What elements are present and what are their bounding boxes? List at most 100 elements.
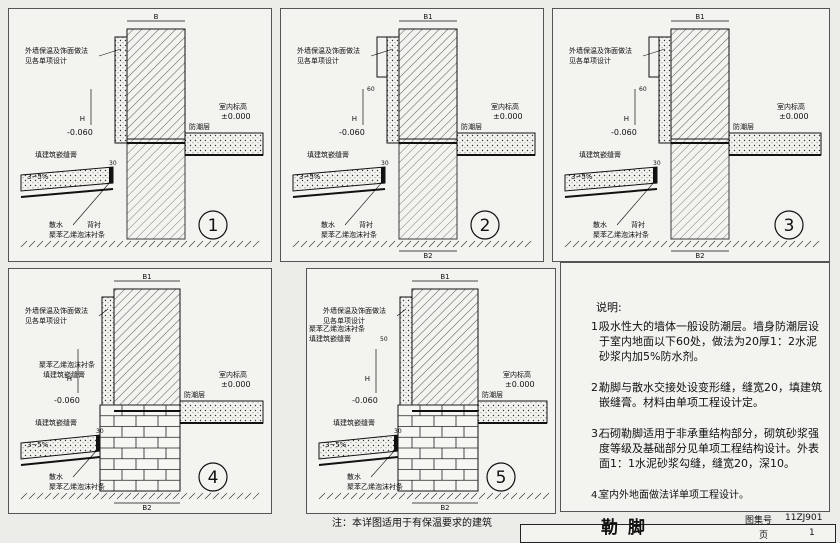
label-slope: 3~5% [27, 173, 49, 181]
label-foam-backing-strip: 聚苯乙烯泡沫衬条 [593, 230, 649, 239]
apron-base-line [564, 188, 658, 198]
earth-hatch [438, 492, 446, 500]
earth-hatch [660, 240, 668, 248]
height-label: H [67, 375, 72, 383]
earth-hatch [604, 240, 612, 248]
expansion-joint [381, 167, 385, 183]
earth-hatch [812, 240, 820, 248]
expansion-joint [109, 167, 113, 183]
earth-hatch [292, 240, 300, 248]
label-outdoor-level: -0.060 [67, 128, 93, 137]
earth-hatch [180, 240, 188, 248]
detail-number-circle [470, 210, 500, 240]
label-backing: 背衬 [631, 220, 645, 229]
earth-hatch [462, 492, 470, 500]
label-foam-strip: 聚苯乙烯泡沫衬条 [309, 324, 365, 333]
earth-hatch [444, 240, 452, 248]
height-label: H [80, 115, 85, 123]
earth-hatch [68, 492, 76, 500]
label-joint-top: 填建筑嵌缝膏 [43, 370, 85, 379]
earth-hatch [700, 240, 708, 248]
earth-hatch [430, 492, 438, 500]
label-backing: 背衬 [87, 220, 101, 229]
earth-hatch [52, 240, 60, 248]
earth-hatch [148, 492, 156, 500]
detail-number-circle [198, 210, 228, 240]
wall-section [398, 28, 458, 140]
earth-hatch [468, 240, 476, 248]
label-joint-top: 填建筑嵌缝膏 [309, 334, 351, 343]
detail-number: 2 [480, 216, 491, 236]
earth-hatch [454, 492, 462, 500]
label-joint: 填建筑嵌缝膏 [35, 150, 77, 159]
label-damp-proof: 防潮层 [189, 122, 210, 131]
earth-hatch [404, 240, 412, 248]
earth-hatch [132, 492, 140, 500]
height-label: H [365, 375, 370, 383]
title-block: 勒脚 图集号 11ZJ901 页 1 [520, 513, 836, 543]
earth-hatch [788, 240, 796, 248]
page-label: 页 [759, 531, 769, 541]
leader-line [616, 180, 656, 226]
earth-hatch [236, 492, 244, 500]
earth-hatch [20, 240, 28, 248]
dimension-label: B2 [423, 252, 432, 260]
label-foam-strip: 聚苯乙烯泡沫衬条 [39, 360, 95, 369]
earth-hatch [340, 240, 348, 248]
earth-hatch [92, 492, 100, 500]
wall-section [670, 28, 730, 140]
dimension-label: B [154, 13, 159, 21]
earth-hatch [572, 240, 580, 248]
leader-line [98, 48, 122, 57]
insulation-layer [114, 36, 128, 144]
dimension-30: 30 [381, 160, 389, 167]
dimension-30: 30 [109, 160, 117, 167]
footnote: 注：本详图适用于有保温要求的建筑 [332, 518, 492, 529]
label-outdoor-level: -0.060 [54, 396, 80, 405]
earth-hatch [382, 492, 390, 500]
earth-hatch [164, 240, 172, 248]
earth-hatch [44, 492, 52, 500]
earth-hatch [508, 240, 516, 248]
earth-hatch [486, 492, 494, 500]
apron-base-line [20, 456, 101, 466]
wall-section [126, 28, 186, 140]
earth-hatch [412, 240, 420, 248]
earth-hatch [460, 240, 468, 248]
dimension-30: 30 [394, 428, 402, 435]
insulation-layer [386, 36, 400, 144]
note-item: 2.勒脚与散水交接处设变形缝，缝宽20，填建筑嵌缝膏。材料由单项工程设计定。 [591, 381, 822, 409]
label-finish: 外墙保温及饰面做法 [25, 306, 88, 315]
earth-hatch [204, 492, 212, 500]
earth-hatch [140, 240, 148, 248]
earth-hatch [244, 492, 252, 500]
earth-hatch [350, 492, 358, 500]
earth-hatch [436, 240, 444, 248]
earth-hatch [188, 240, 196, 248]
earth-hatch [724, 240, 732, 248]
earth-hatch [596, 240, 604, 248]
earth-hatch [764, 240, 772, 248]
detail-drawing-5: B1B2H5030外墙保温及饰面做法见各单项设计聚苯乙烯泡沫衬条填建筑嵌缝膏-0… [309, 273, 550, 512]
earth-hatch [318, 492, 326, 500]
earth-hatch [252, 240, 260, 248]
earth-hatch [84, 492, 92, 500]
dimension-60: 60 [367, 86, 375, 93]
earth-hatch [76, 240, 84, 248]
earth-hatch [116, 240, 124, 248]
label-backing: 背衬 [359, 220, 373, 229]
earth-hatch [108, 240, 116, 248]
earth-hatch [428, 240, 436, 248]
earth-hatch [332, 240, 340, 248]
atlas-label: 图集号 [745, 516, 773, 526]
detail-number-circle [774, 210, 804, 240]
earth-hatch [524, 240, 532, 248]
earth-hatch [364, 240, 372, 248]
label-finish: 外墙保温及饰面做法 [25, 46, 88, 55]
label-foam-backing-strip: 聚苯乙烯泡沫衬条 [321, 230, 377, 239]
label-indoor-level-title: 室内标高 [219, 370, 247, 379]
dimension-label: B2 [440, 504, 449, 512]
earth-hatch [132, 240, 140, 248]
